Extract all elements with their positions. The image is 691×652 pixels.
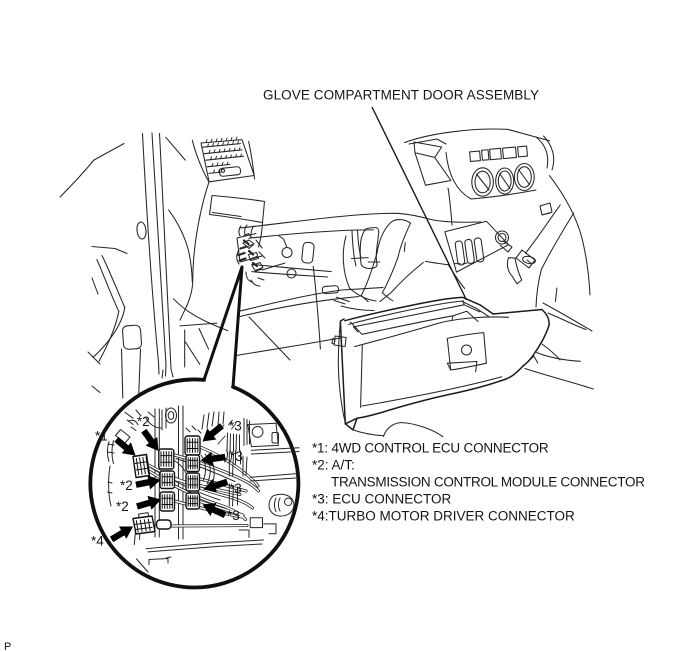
- svg-text:*2: *2: [116, 499, 129, 514]
- svg-text:*2: A/T:: *2: A/T:: [312, 458, 355, 473]
- svg-text:*2: *2: [120, 478, 133, 493]
- svg-text:TRANSMISSION CONTROL MODULE CO: TRANSMISSION CONTROL MODULE CONNECTOR: [331, 475, 645, 490]
- svg-text:*3: *3: [229, 481, 242, 496]
- svg-text:P: P: [4, 641, 11, 652]
- svg-text:*1: *1: [95, 429, 108, 444]
- svg-text:*3: ECU CONNECTOR: *3: ECU CONNECTOR: [312, 492, 452, 507]
- svg-text:*3: *3: [227, 508, 240, 523]
- svg-text:*3: *3: [229, 419, 242, 434]
- svg-text:*1: 4WD CONTROL ECU CONNECTOR: *1: 4WD CONTROL ECU CONNECTOR: [312, 441, 549, 456]
- svg-text:GLOVE COMPARTMENT DOOR ASSEMBL: GLOVE COMPARTMENT DOOR ASSEMBLY: [263, 88, 539, 103]
- svg-text:*4: *4: [91, 534, 104, 549]
- svg-text:*2: *2: [137, 414, 150, 429]
- svg-text:*4:TURBO MOTOR DRIVER CONNECTO: *4:TURBO MOTOR DRIVER CONNECTOR: [312, 509, 575, 524]
- svg-text:*3: *3: [230, 449, 243, 464]
